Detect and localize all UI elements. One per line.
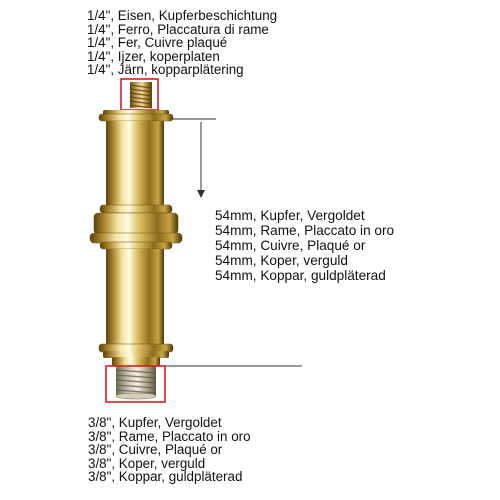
top-thread-labels: 1/4", Eisen, Kupferbeschichtung 1/4", Fe… [87, 9, 277, 77]
top-label-nl: 1/4", Ijzer, koperplaten [87, 48, 220, 64]
lower-barrel [106, 249, 164, 345]
length-label-fr: 54mm, Cuivre, Plaqué or [215, 238, 366, 253]
bottom-label-nl: 3/8", Koper, verguld [88, 455, 206, 471]
top-label-fr: 1/4", Fer, Cuivre plaqué [87, 35, 228, 51]
dimension-arrow-head [197, 190, 205, 198]
bottom-label-it: 3/8", Rame, Placcato in oro [88, 428, 251, 444]
length-label-de: 54mm, Kupfer, Vergoldet [215, 208, 365, 223]
bottom-label-fr: 3/8", Cuivre, Plaqué or [88, 442, 223, 458]
top-label-de: 1/4", Eisen, Kupferbeschichtung [87, 8, 278, 23]
length-label-nl: 54mm, Koper, verguld [215, 253, 348, 268]
dimension-marker [162, 118, 302, 367]
upper-barrel [106, 121, 164, 207]
top-collar [98, 110, 174, 122]
length-labels: 54mm, Kupfer, Vergoldet 54mm, Rame, Plac… [215, 208, 394, 283]
bottom-label-sv: 3/8", Koppar, guldpläterad [88, 469, 243, 485]
top-label-sv: 1/4", Järn, kopparplätering [87, 62, 244, 78]
middle-ring [89, 204, 183, 250]
bottom-collar [98, 343, 174, 366]
length-label-sv: 54mm, Koppar, guldpläterad [215, 268, 386, 283]
bottom-thread-highlight-box [105, 365, 166, 403]
bottom-label-de: 3/8", Kupfer, Vergoldet [88, 415, 222, 430]
bottom-thread-labels: 3/8", Kupfer, Vergoldet 3/8", Rame, Plac… [88, 416, 251, 484]
top-thread [129, 82, 153, 109]
bottom-thread [115, 366, 157, 400]
top-label-it: 1/4", Ferro, Placcatura di rame [87, 21, 269, 37]
length-label-it: 54mm, Rame, Placcato in oro [215, 223, 395, 238]
